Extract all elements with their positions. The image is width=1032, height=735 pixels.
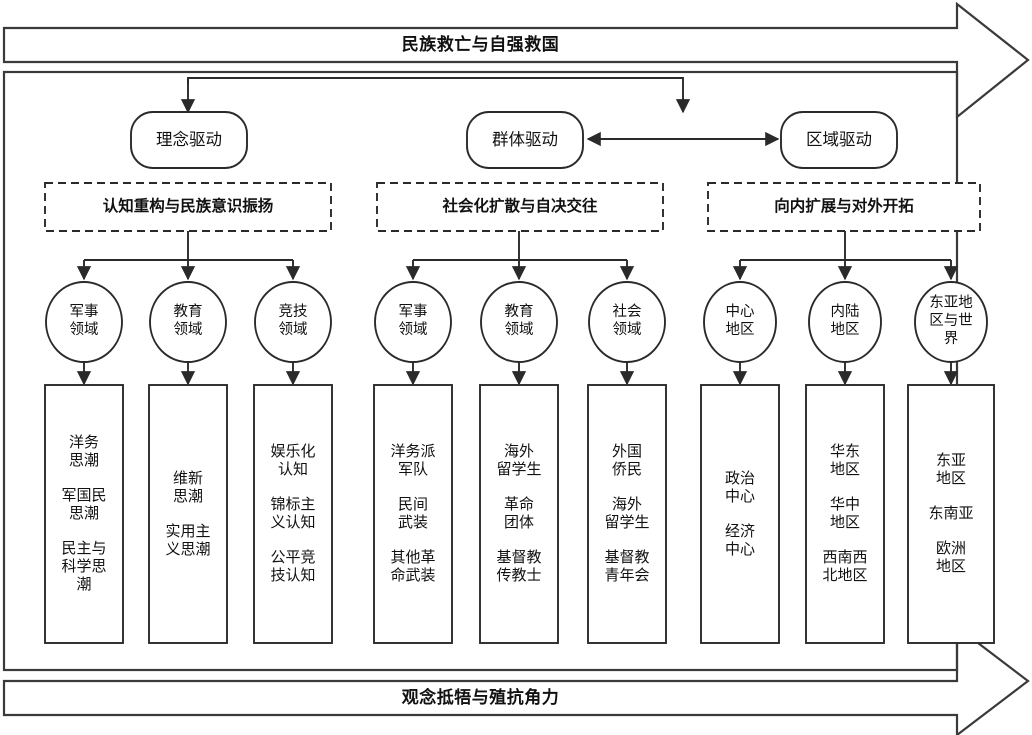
driver-node-idea [130,111,248,169]
domain-ellipse-1 [45,281,123,363]
phase-boxes[interactable] [44,182,981,232]
domain-ellipse-5 [480,281,558,363]
domain-ellipses[interactable] [45,281,988,363]
phase-box-group [376,182,664,232]
item-box-9 [907,384,995,644]
item-box-4 [373,384,453,644]
phase-box-region [707,182,981,232]
domain-to-column-connectors [76,362,959,386]
bottom-banner-arrow [2,624,1030,735]
item-column-boxes[interactable] [44,384,995,644]
phase-box-idea [44,182,332,232]
domain-ellipse-9 [914,281,988,363]
domain-ellipse-2 [149,281,227,363]
item-box-8 [805,384,885,644]
driver-connectors [180,77,780,147]
phase-to-domain-connectors [76,231,959,281]
driver-node-region [780,111,898,169]
outer-frame [2,70,959,672]
item-box-1 [44,384,124,644]
domain-ellipse-7 [703,281,777,363]
driver-node-group [466,111,584,169]
domain-ellipse-3 [254,281,332,363]
domain-ellipse-4 [374,281,452,363]
driver-nodes[interactable] [130,111,898,169]
domain-ellipse-8 [808,281,882,363]
domain-ellipse-6 [588,281,666,363]
item-box-7 [700,384,780,644]
item-box-5 [479,384,559,644]
top-banner-arrow [2,1,1030,120]
item-box-6 [587,384,667,644]
item-box-3 [253,384,333,644]
item-box-2 [148,384,228,644]
